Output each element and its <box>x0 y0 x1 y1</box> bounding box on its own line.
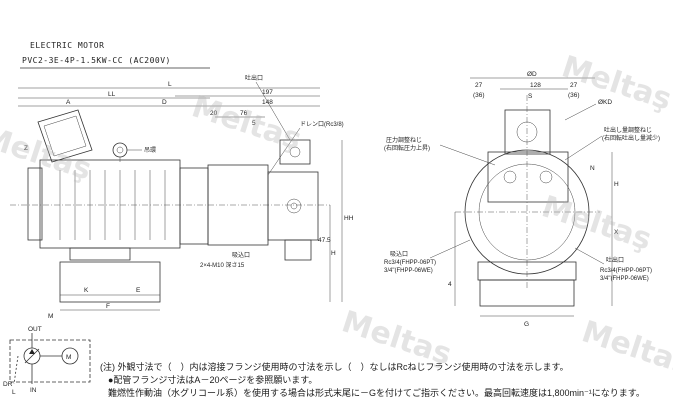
front-base <box>479 279 575 307</box>
dim-phiD: ØD <box>527 71 537 78</box>
front-pump-face <box>487 151 569 203</box>
dim-front-G: G <box>524 321 529 328</box>
handwritten-line-1: ELECTRIC MOTOR <box>30 41 104 50</box>
side-view: L LL A D 197 148 76 20 5 吊環 <box>10 74 354 320</box>
dim-D: D <box>162 99 167 106</box>
symbol-l: L <box>12 389 16 396</box>
pump-cover <box>267 171 319 241</box>
dim-128: 128 <box>530 82 541 89</box>
dim-H: H <box>331 250 336 257</box>
note-line-2: ●配管フランジ寸法はA－20ページを参照願います。 <box>108 375 318 385</box>
dim-phiKD: ØKD <box>598 99 612 106</box>
variable-arrow <box>24 348 40 364</box>
dim-47-5: 47.5 <box>318 237 331 244</box>
suction-port-label: 吸込口 <box>232 251 250 259</box>
motor-fan-cover <box>27 167 43 241</box>
front-suction-label: 吸込口 <box>390 250 408 258</box>
flow-adj-label: 吐出し量調整ねじ <box>604 126 652 134</box>
hydraulic-symbol: M OUT IN DR L <box>3 326 91 396</box>
flow-adj-sub: (右回転吐出し量減少) <box>602 134 660 142</box>
base-plate <box>59 261 161 303</box>
dim-27-right: 27 <box>570 82 578 89</box>
dim-197: 197 <box>262 89 273 96</box>
dim-front-N: N <box>590 165 595 172</box>
symbol-in: IN <box>30 387 37 394</box>
handwritten-line-2: PVC2-3E-4P-1.5KW-CC (AC200V) <box>22 56 171 65</box>
dim-A: A <box>66 99 71 106</box>
dim-K: K <box>84 287 89 294</box>
motor-foot <box>69 247 131 261</box>
watermark-2: Meltaş <box>0 119 96 187</box>
dim-HH: HH <box>344 215 354 222</box>
coupling-housing <box>179 167 209 245</box>
discharge-port-label: 吐出口 <box>245 74 263 82</box>
watermark-layer: Meltaş Meltaş Meltaş Meltaş Meltaş Melta… <box>0 49 673 382</box>
front-top-flange <box>504 109 551 155</box>
dim-front-4: 4 <box>448 281 452 288</box>
note-line-1: (注) 外観寸法で（ ）内は溶接フランジ使用時の寸法を示し（ ）なしはRcねじフ… <box>100 362 569 372</box>
symbol-out: OUT <box>28 326 42 333</box>
dim-36-left: (36) <box>473 92 485 99</box>
dim-Z: Z <box>24 145 28 152</box>
note-line-3: 難燃性作動油（水グリコール系）を使用する場合は形式末尾に－Gを付けてご指示くださ… <box>108 388 645 398</box>
dim-front-H: H <box>614 181 619 188</box>
port-spec-right-1: Rc3/4(FHPP-06PT) <box>600 268 652 274</box>
dim-20: 20 <box>210 110 218 117</box>
drain-label: ドレン口(Rc3/8) <box>300 121 344 128</box>
pressure-adj-label: 圧力調整ねじ <box>386 136 422 144</box>
suction-flange <box>284 239 312 261</box>
watermark-4: Meltaş <box>538 189 656 257</box>
watermark-1: Meltaş <box>558 49 673 117</box>
dim-M: M <box>48 313 53 320</box>
dim-E: E <box>136 287 141 294</box>
dim-F: F <box>106 303 110 310</box>
dim-27: 27 <box>475 82 483 89</box>
dim-148: 148 <box>262 99 273 106</box>
dim-front-X: X <box>614 229 619 236</box>
eyebolt-label: 吊環 <box>144 147 156 154</box>
watermark-3: Meltaş <box>188 89 306 157</box>
pressure-adj-sub: (右回転圧力上昇) <box>384 144 430 152</box>
port-spec-left-1: Rc3/4(FHPP-06PT) <box>384 260 436 266</box>
dim-76: 76 <box>240 110 248 117</box>
symbol-m: M <box>66 354 71 361</box>
eyebolt <box>112 142 128 158</box>
dim-36-right: (36) <box>568 92 580 99</box>
dim-L: L <box>168 81 172 88</box>
dim-S: S <box>528 93 533 100</box>
dim-LL: LL <box>108 91 116 98</box>
discharge-flange <box>279 139 311 165</box>
front-view: ØD 128 27 (36) 27 (36) S ØKD 圧力調整ねじ (右回転… <box>384 71 660 328</box>
port-spec-left-2: 3/4"(FHPP-06WE) <box>384 268 433 274</box>
bolt-label: 2×4-M10 深さ15 <box>200 261 245 269</box>
terminal-box <box>37 109 93 163</box>
front-discharge-label: 吐出口 <box>606 256 624 264</box>
dim-5: 5 <box>252 120 256 127</box>
watermark-6: Meltaş <box>578 314 673 382</box>
port-spec-right-2: 3/4"(FHPP-06WE) <box>600 276 649 282</box>
symbol-dr: DR <box>3 381 13 388</box>
